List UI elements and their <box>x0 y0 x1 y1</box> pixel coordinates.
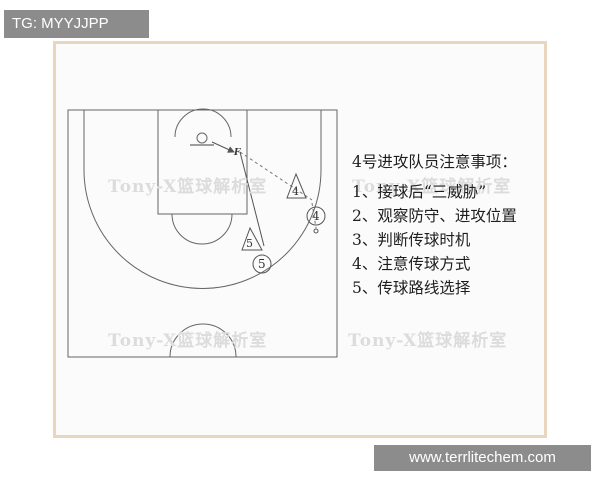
site-url-badge: www.terrlitechem.com <box>374 445 591 471</box>
pass-line <box>239 151 265 247</box>
watermark-bottom-left: Tony-X篮球解析室 <box>108 331 268 351</box>
diagram-frame <box>53 41 547 438</box>
player-4-small-marker <box>313 228 319 234</box>
note-item: 5、传球路线选择 <box>352 279 471 297</box>
cut-route-line <box>239 151 313 201</box>
notes-panel: 4号进攻队员注意事项： 1、接球后“三威胁” 2、观察防守、进攻位置 3、判断传… <box>352 150 517 300</box>
free-throw-circle-top <box>174 108 232 138</box>
note-item: 3、判断传球时机 <box>352 231 471 249</box>
rim <box>196 132 208 144</box>
defender-cone-4-label: 4 <box>292 185 299 198</box>
notes-title: 4号进攻队员注意事项： <box>352 153 517 171</box>
note-item: 1、接球后“三威胁” <box>352 183 487 201</box>
free-throw-lane <box>157 109 248 215</box>
note-item: 2、观察防守、进攻位置 <box>352 207 517 225</box>
watermark-top-right: Tony-X篮球解析室 <box>352 177 512 197</box>
player-4-number: 4 <box>312 209 320 223</box>
passer-marker: F <box>233 148 241 158</box>
telegram-tag-badge: TG: MYYJJPP <box>4 10 149 38</box>
cut-route-line-end <box>311 202 317 229</box>
player-4-circle <box>306 206 326 226</box>
defender-cone-4 <box>286 172 307 199</box>
defender-cone-5 <box>241 226 263 251</box>
pass-arrow <box>211 141 235 153</box>
watermark-top-left: Tony-X篮球解析室 <box>108 177 268 197</box>
court-boundary <box>67 109 338 358</box>
three-point-line <box>83 110 322 289</box>
defender-cone-5-label: 5 <box>246 237 253 250</box>
player-5-number: 5 <box>258 257 266 271</box>
note-item: 4、注意传球方式 <box>352 255 471 273</box>
player-5-circle <box>252 254 272 274</box>
center-circle <box>169 323 237 358</box>
watermark-bottom-right: Tony-X篮球解析室 <box>348 331 508 351</box>
free-throw-circle-bottom <box>171 213 233 245</box>
